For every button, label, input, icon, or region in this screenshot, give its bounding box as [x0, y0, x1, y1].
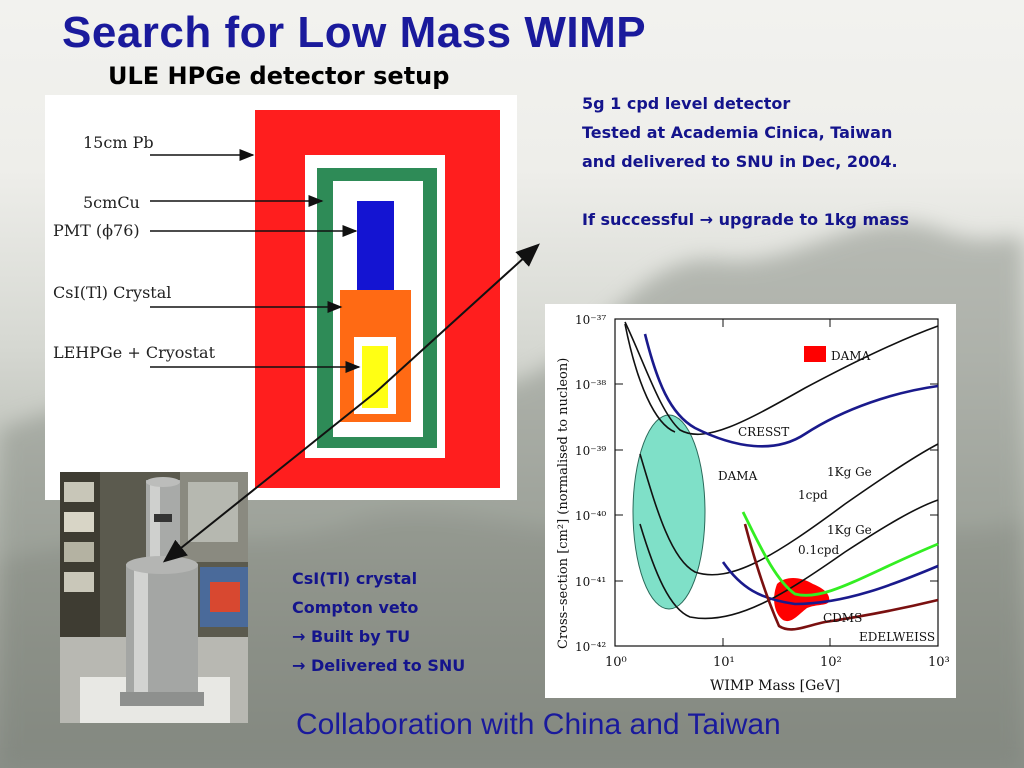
- plot-label-cresst: CRESST: [738, 425, 789, 439]
- x-tick-4: 10³: [928, 655, 950, 670]
- plot-label-1kg-a: 1Kg Ge: [827, 465, 872, 479]
- info-bottom-line-2: Compton veto: [292, 598, 419, 617]
- info-bottom-line-3: → Built by TU: [292, 627, 411, 646]
- y-tick-3: 10⁻³⁹: [575, 444, 606, 458]
- info-top-line-1: 5g 1 cpd level detector: [582, 94, 791, 113]
- info-bottom-line-4: → Delivered to SNU: [292, 656, 466, 675]
- info-top-line-2: Tested at Academia Cinica, Taiwan: [582, 123, 893, 142]
- info-bottom: CsI(Tl) crystal Compton veto → Built by …: [292, 564, 465, 680]
- plot-label-dama: DAMA: [718, 469, 758, 483]
- x-tick-3: 10²: [820, 655, 842, 670]
- plot-ticks: [615, 318, 938, 647]
- black-line-1cpd: [639, 443, 939, 576]
- label-csi: CsI(Tl) Crystal: [53, 283, 172, 302]
- slide-subtitle: ULE HPGe detector setup: [108, 62, 450, 90]
- green-curve: [741, 511, 939, 597]
- info-top-line-4: If successful → upgrade to 1kg mass: [582, 210, 910, 229]
- dama-legend-swatch: [804, 346, 826, 362]
- hpge-crystal: [362, 346, 388, 408]
- detector-diagram-svg: [150, 110, 500, 488]
- detector-diagram: 15cm Pb 5cmCu PMT (ϕ76) CsI(Tl) Crystal …: [45, 95, 517, 500]
- low-mass-ellipse: [632, 414, 706, 610]
- blue-curve: [643, 333, 939, 448]
- label-pmt: PMT (ϕ76): [53, 221, 140, 240]
- plot-label-edelweiss: EDELWEISS: [859, 630, 935, 644]
- y-tick-5: 10⁻⁴¹: [575, 575, 606, 589]
- pmt-block: [357, 201, 394, 291]
- info-top-line-3: and delivered to SNU in Dec, 2004.: [582, 152, 898, 171]
- brown-curve: [743, 523, 939, 631]
- slide-title: Search for Low Mass WIMP: [62, 8, 647, 57]
- info-top: 5g 1 cpd level detector Tested at Academ…: [582, 89, 909, 234]
- slide-footer: Collaboration with China and Taiwan: [296, 708, 781, 741]
- plot-label-cdms: CDMS: [823, 611, 862, 625]
- plot-frame: [614, 318, 939, 647]
- y-tick-6: 10⁻⁴²: [575, 640, 606, 654]
- detector-photo-drawing: [60, 472, 248, 723]
- plot-label-01cpd: 0.1cpd: [798, 543, 839, 557]
- info-bottom-line-1: CsI(Tl) crystal: [292, 569, 418, 588]
- y-tick-1: 10⁻³⁷: [575, 313, 606, 327]
- black-line-top: [624, 321, 939, 435]
- plot-label-1kg-b: 1Kg Ge: [827, 523, 872, 537]
- exclusion-plot: DAMA CRESST DAMA 1Kg Ge 1cpd 1Kg Ge 0.1c…: [545, 304, 956, 698]
- black-line-01cpd: [639, 499, 939, 620]
- plot-label-dama-legend: DAMA: [831, 349, 871, 363]
- label-pb: 15cm Pb: [83, 133, 154, 152]
- y-tick-4: 10⁻⁴⁰: [575, 509, 606, 523]
- dama-region: [774, 578, 830, 622]
- detector-photo: [60, 472, 248, 723]
- plot-label-1cpd: 1cpd: [798, 488, 828, 502]
- label-cu: 5cmCu: [83, 193, 140, 212]
- blue-curve-low: [721, 561, 939, 606]
- black-line-cresst: [624, 323, 676, 433]
- y-tick-2: 10⁻³⁸: [575, 378, 606, 392]
- plot-ylabel: Cross–section [cm²] (normalised to nucle…: [556, 358, 571, 649]
- x-tick-1: 10⁰: [605, 655, 627, 670]
- x-tick-2: 10¹: [713, 655, 735, 670]
- plot-xlabel: WIMP Mass [GeV]: [710, 678, 840, 694]
- label-lehpge: LEHPGe + Cryostat: [53, 343, 216, 362]
- exclusion-plot-svg: DAMA CRESST DAMA 1Kg Ge 1cpd 1Kg Ge 0.1c…: [556, 313, 950, 694]
